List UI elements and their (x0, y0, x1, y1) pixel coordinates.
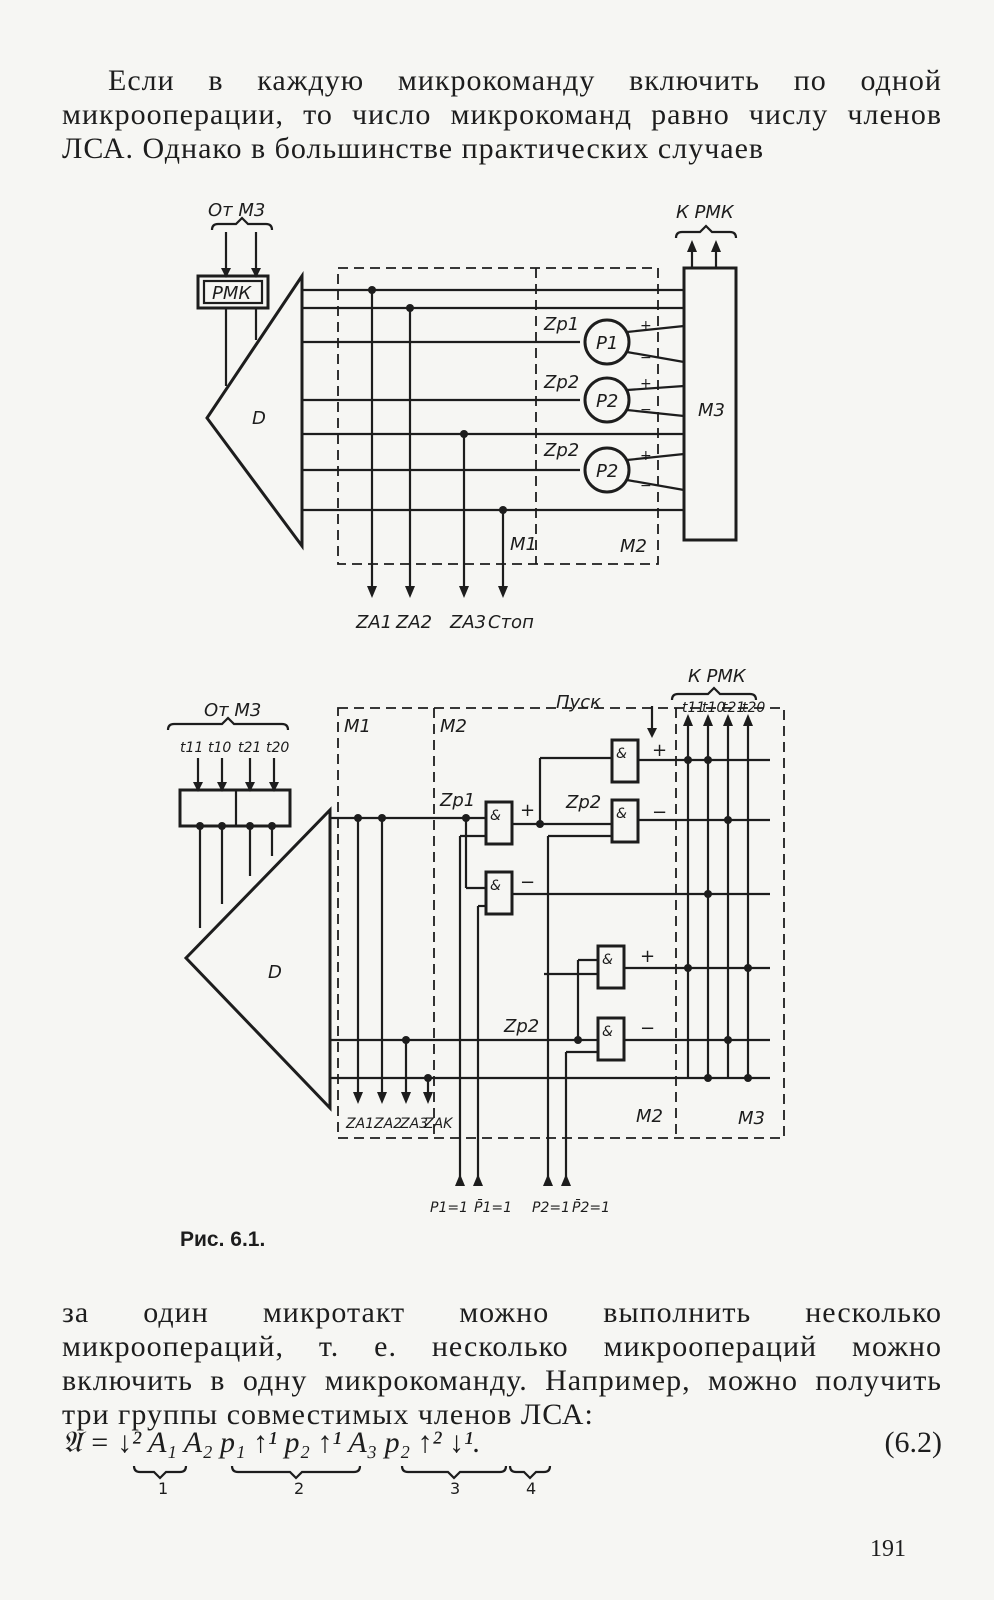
svg-text:t10: t10 (208, 740, 231, 756)
zp1-label-2: Zp1 (439, 790, 475, 811)
zp2b-label: Zp2 (543, 440, 579, 461)
svg-text:ZAK: ZAK (423, 1116, 454, 1132)
svg-text:t20: t20 (742, 700, 765, 716)
figure-top: От M3 РМК D P1 P2 P2 Zp1 Zp2 Zp2 + − + −… (196, 200, 738, 633)
decoder-label: D (252, 408, 266, 429)
svg-text:ZA2: ZA2 (373, 1116, 402, 1132)
p2b-label: P2 (596, 461, 618, 482)
svg-text:−: − (640, 478, 652, 494)
p2-circle (583, 376, 631, 424)
figure-bottom: От M3 t11 t10 t21 t20 D M1 M2 M2 M3 ZA1 … (166, 666, 785, 1216)
start-label: Пуск (556, 692, 601, 713)
svg-text:−: − (652, 802, 667, 823)
svg-text:P2=1: P2=1 (532, 1200, 570, 1216)
svg-text:−: − (640, 1018, 655, 1039)
m2-bottom-label: M2 (636, 1106, 663, 1127)
svg-text:&: & (616, 806, 627, 822)
m1-label-2: M1 (344, 716, 371, 737)
to-rmk-label-2: К РМК (688, 666, 747, 687)
svg-text:ZA3: ZA3 (399, 1116, 428, 1132)
paragraph-top: Если в каждую микрокоманду включить по о… (62, 64, 942, 165)
from-m3-label-2: От M3 (204, 700, 261, 721)
svg-text:&: & (490, 878, 501, 894)
formula-number: (6.2) (884, 1426, 942, 1459)
svg-text:+: + (640, 318, 652, 334)
formula-6-2: 𝔄 = ↓² A₁ A₂ p₁ ↑¹ p₂ ↑¹ A₃ p₂ ↑² ↓¹. (6… (62, 1426, 942, 1496)
svg-text:P̄2=1: P̄2=1 (572, 1198, 610, 1216)
from-m3-label: От M3 (208, 200, 265, 221)
zp2b-label-2: Zp2 (503, 1016, 539, 1037)
decoder-triangle (205, 271, 304, 551)
za2-label: ZA2 (395, 612, 432, 633)
p1-circle (583, 318, 631, 366)
svg-text:&: & (602, 1024, 613, 1040)
formula-expression: 𝔄 = ↓² A₁ A₂ p₁ ↑¹ p₂ ↑¹ A₃ p₂ ↑² ↓¹. (62, 1426, 481, 1459)
stop-label: Стоп (488, 612, 534, 633)
svg-text:+: + (520, 800, 535, 821)
svg-text:2: 2 (294, 1479, 304, 1496)
p1-label: P1 (596, 333, 618, 354)
svg-text:4: 4 (526, 1479, 536, 1496)
rmk-label: РМК (212, 283, 252, 304)
figure-caption: Рис. 6.1. (180, 1228, 266, 1251)
svg-text:ZA1: ZA1 (345, 1116, 374, 1132)
decoder-label-2: D (268, 962, 282, 983)
svg-text:t10: t10 (702, 700, 725, 716)
zp1-label: Zp1 (543, 314, 579, 335)
formula-braces: 1 2 3 4 (132, 1465, 552, 1496)
svg-text:t21: t21 (238, 740, 261, 756)
rmk-register (196, 274, 270, 310)
svg-text:+: + (640, 946, 655, 967)
m2-label: M2 (620, 536, 647, 557)
svg-text:P̄1=1: P̄1=1 (474, 1198, 512, 1216)
m3-memory-block (682, 266, 738, 542)
p2-label: P2 (596, 391, 618, 412)
za3-label: ZA3 (449, 612, 486, 633)
svg-text:&: & (616, 746, 627, 762)
to-rmk-label: К РМК (676, 202, 735, 223)
svg-text:−: − (520, 872, 535, 893)
zp2-label-2: Zp2 (565, 792, 601, 813)
zp2-label: Zp2 (543, 372, 579, 393)
svg-text:t11: t11 (682, 700, 705, 716)
decoder-triangle-2 (183, 806, 332, 1112)
svg-text:t20: t20 (266, 740, 289, 756)
p2-circle-2 (583, 446, 631, 494)
za1-label: ZA1 (355, 612, 392, 633)
svg-text:P1=1: P1=1 (430, 1200, 468, 1216)
paragraph-bottom: за один микротакт можно выполнить нескол… (62, 1296, 942, 1431)
svg-text:3: 3 (450, 1479, 460, 1496)
svg-text:1: 1 (158, 1479, 168, 1496)
svg-text:−: − (640, 350, 652, 366)
svg-text:+: + (640, 376, 652, 392)
m3-label-2: M3 (738, 1108, 765, 1129)
svg-text:+: + (652, 740, 667, 761)
svg-text:−: − (640, 402, 652, 418)
svg-text:&: & (490, 808, 501, 824)
m2-label-2: M2 (440, 716, 467, 737)
page-number: 191 (870, 1536, 906, 1562)
m1-m2-region (337, 267, 659, 565)
m1-m2-m3-region (337, 707, 785, 1139)
svg-text:t11: t11 (180, 740, 203, 756)
m1-label: M1 (510, 534, 537, 555)
svg-text:&: & (602, 952, 613, 968)
svg-text:t21: t21 (722, 700, 745, 716)
m3-label: M3 (698, 400, 725, 421)
svg-text:+: + (640, 448, 652, 464)
